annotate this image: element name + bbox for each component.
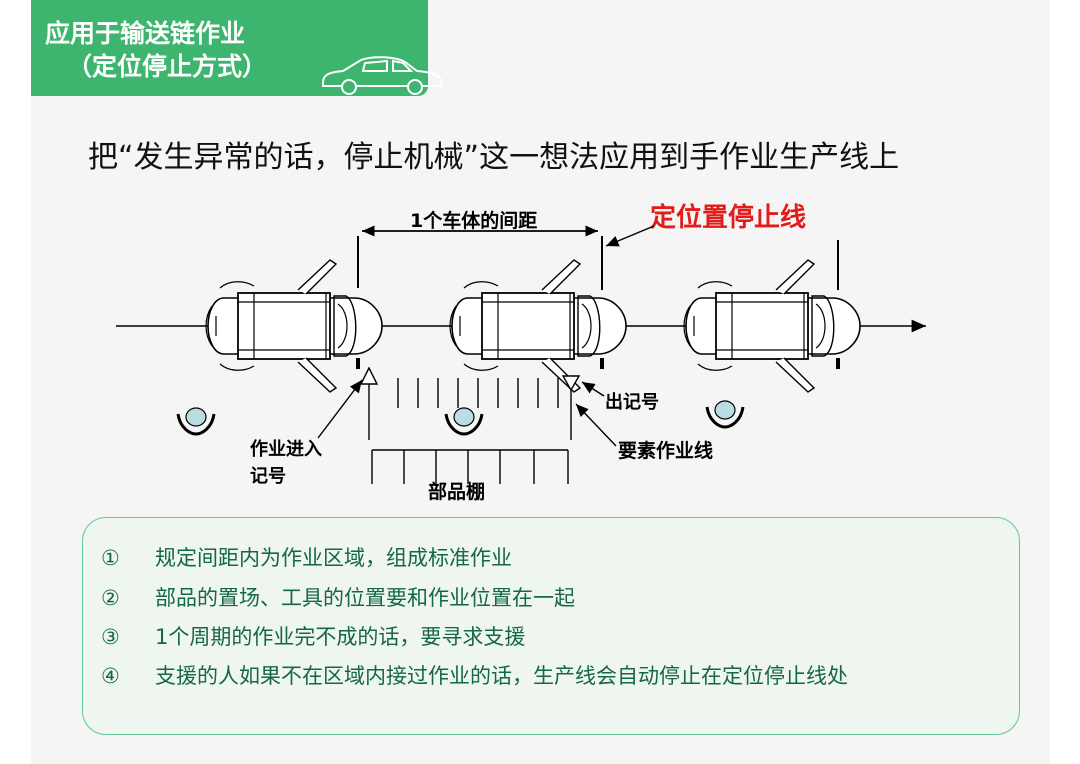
car-2 bbox=[449, 259, 627, 393]
parts-shelf bbox=[371, 449, 569, 484]
work-zone-ticks bbox=[397, 378, 559, 408]
interval-markers bbox=[356, 236, 840, 369]
title-line1: 应用于输送链作业 bbox=[45, 19, 246, 48]
exit-mark bbox=[561, 375, 581, 440]
element-line-label: 要素作业线 bbox=[618, 439, 713, 462]
title-tab: 应用于输送链作业 （定位停止方式） bbox=[31, 0, 442, 96]
stop-line-pointer bbox=[605, 225, 655, 247]
entry-mark-label-line2: 记号 bbox=[250, 466, 286, 487]
headline: 把“发生异常的话，停止机械”这一想法应用到手作业生产线上 bbox=[88, 140, 900, 175]
car-3 bbox=[683, 259, 861, 393]
parts-shelf-label: 部品棚 bbox=[428, 480, 485, 503]
spacing-label: 1个车体的间距 bbox=[410, 209, 537, 232]
worker-1 bbox=[176, 406, 216, 436]
title-line2: （定位停止方式） bbox=[67, 52, 268, 81]
conveyor-diagram: 1个车体的间距 定位置停止线 出记号 要素作业线 作业进入 记号 部品棚 bbox=[116, 202, 926, 503]
car-1 bbox=[205, 259, 383, 393]
car-icon bbox=[322, 56, 442, 95]
entry-mark-label-line1: 作业进入 bbox=[250, 438, 322, 460]
entry-mark bbox=[359, 366, 379, 440]
exit-mark-label: 出记号 bbox=[605, 391, 659, 413]
worker-3 bbox=[705, 399, 745, 429]
stop-line-label: 定位置停止线 bbox=[650, 202, 806, 233]
worker-2 bbox=[444, 406, 484, 436]
